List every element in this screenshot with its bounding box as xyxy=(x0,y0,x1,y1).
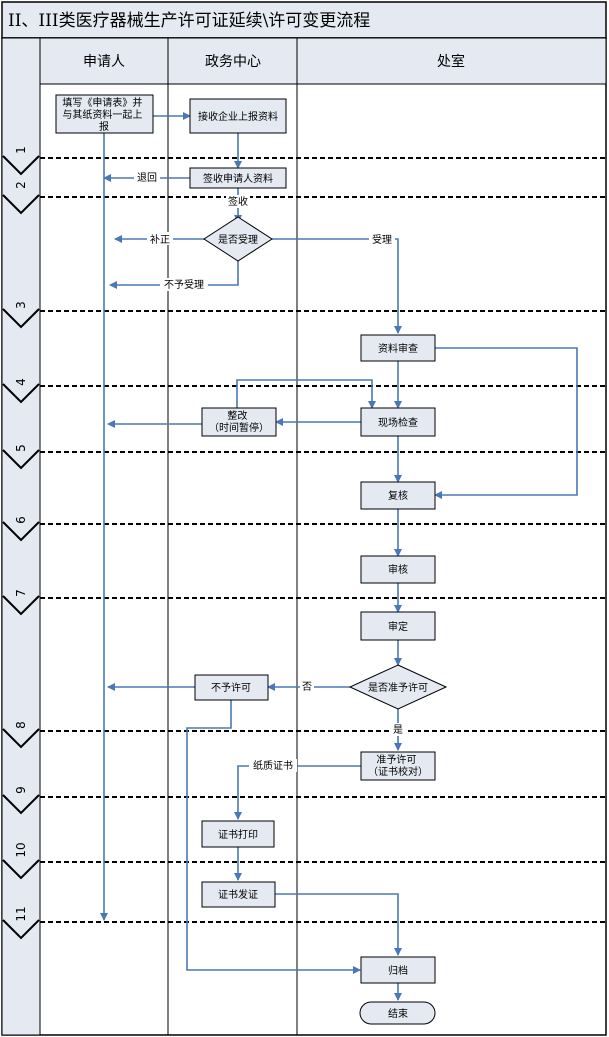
node-approve-text: 审定 xyxy=(388,620,408,633)
edge-label-supplement: 补正 xyxy=(150,233,170,246)
phase-label-7: 7 xyxy=(14,589,28,597)
node-permit-decision-text: 是否准予许可 xyxy=(368,682,428,694)
node-recheck: 复核 xyxy=(360,481,436,510)
node-grant-permit-line1: 准予许可 xyxy=(376,754,416,766)
phase-label-10: 10 xyxy=(14,842,28,857)
edge-label-yes: 是 xyxy=(393,724,403,736)
node-archive: 归档 xyxy=(360,956,436,984)
arrow-issue-to-archive xyxy=(275,893,402,956)
edge-label-paper-cert: 纸质证书 xyxy=(253,759,293,772)
phase-chevron-8 xyxy=(2,728,40,749)
nodes: 填写《申请表》并 与其纸资料一起上 报 接收企业上报资料 签收申请人资料 是否受… xyxy=(55,94,448,1025)
edge-labels: 退回 签收 补正 受理 不予受理 否 是 纸质证书 xyxy=(134,171,405,772)
phase-chevron-6 xyxy=(2,521,40,542)
phase-chevron-4 xyxy=(2,383,40,404)
node-rectify-line2: （时间暂停） xyxy=(209,421,269,434)
node-print-cert-text: 证书打印 xyxy=(218,828,258,841)
node-receive-materials-text: 接收企业上报资料 xyxy=(198,110,278,123)
node-print-cert: 证书打印 xyxy=(201,820,275,848)
node-end: 结束 xyxy=(359,1001,436,1025)
lane-header-row: 申请人 政务中心 处室 xyxy=(39,37,607,85)
phase-separators xyxy=(2,155,606,940)
title-bar: II、III类医疗器械生产许可证延续\许可变更流程 xyxy=(1,1,607,39)
lane-header-applicant: 申请人 xyxy=(83,54,125,70)
node-grant-permit: 准予许可 （证书校对） xyxy=(360,751,436,781)
phase-label-8: 8 xyxy=(14,721,28,729)
arrow-review-to-recheck xyxy=(434,347,578,499)
phase-chevron-11 xyxy=(2,919,40,940)
arrow-accept xyxy=(272,238,402,334)
flow-arrows xyxy=(100,112,578,1001)
arrow-reject xyxy=(109,261,239,289)
node-rectify: 整改 （时间暂停） xyxy=(201,407,277,437)
node-end-text: 结束 xyxy=(388,1007,408,1020)
node-review-materials: 资料审查 xyxy=(360,334,436,362)
node-fill-form-line3: 报 xyxy=(99,120,109,133)
phase-label-1: 1 xyxy=(14,146,28,154)
arrow-rectify-to-site xyxy=(236,379,376,409)
node-receive-materials: 接收企业上报资料 xyxy=(189,98,287,134)
node-fill-form: 填写《申请表》并 与其纸资料一起上 报 xyxy=(55,94,154,134)
phase-chevron-5 xyxy=(2,449,40,470)
arrow-paper-cert xyxy=(234,765,361,820)
node-rectify-line1: 整改 xyxy=(227,409,247,422)
node-approve: 审定 xyxy=(360,611,436,641)
node-sign-receive-text: 签收申请人资料 xyxy=(203,172,273,185)
node-review-materials-text: 资料审查 xyxy=(378,342,418,355)
node-accept-decision-text: 是否受理 xyxy=(218,234,258,246)
edge-label-reject: 不予受理 xyxy=(164,279,204,291)
node-issue-cert-text: 证书发证 xyxy=(218,888,258,901)
node-audit: 审核 xyxy=(360,555,436,584)
lane-header-service-center: 政务中心 xyxy=(205,54,261,70)
edge-label-no: 否 xyxy=(302,681,312,693)
phase-chevron-10 xyxy=(2,859,40,880)
node-rectify-text: 整改 （时间暂停） xyxy=(209,409,269,434)
diagram-title: II、III类医疗器械生产许可证延续\许可变更流程 xyxy=(8,11,370,31)
node-accept-decision: 是否受理 xyxy=(203,216,273,262)
arrow-deny-to-archive xyxy=(186,700,361,974)
edge-label-sign: 签收 xyxy=(228,195,248,208)
phase-label-3: 3 xyxy=(14,301,28,309)
phase-label-9: 9 xyxy=(14,786,28,794)
node-site-inspection-text: 现场检查 xyxy=(378,416,418,429)
node-grant-permit-line2: （证书校对） xyxy=(368,765,428,778)
phase-label-6: 6 xyxy=(14,516,28,524)
node-permit-decision: 是否准予许可 xyxy=(348,664,448,710)
phase-chevron-9 xyxy=(2,794,40,815)
node-grant-permit-text: 准予许可 （证书校对） xyxy=(368,754,428,778)
phase-chevron-1 xyxy=(2,155,40,176)
phase-chevron-2 xyxy=(2,194,40,215)
node-site-inspection: 现场检查 xyxy=(360,407,436,437)
node-deny-permit: 不予许可 xyxy=(194,674,269,701)
node-audit-text: 审核 xyxy=(388,563,408,576)
phase-chevron-3 xyxy=(2,308,40,329)
node-issue-cert: 证书发证 xyxy=(201,881,276,908)
phase-labels: 1 2 3 4 5 6 7 8 9 10 11 xyxy=(14,146,28,921)
node-fill-form-line2: 与其纸资料一起上 xyxy=(62,108,142,121)
edge-label-accept: 受理 xyxy=(372,234,392,246)
phase-label-5: 5 xyxy=(14,444,28,452)
node-fill-form-line1: 填写《申请表》并 xyxy=(62,96,142,109)
phase-chevron-7 xyxy=(2,595,40,616)
node-deny-permit-text: 不予许可 xyxy=(211,682,251,694)
node-archive-text: 归档 xyxy=(388,964,408,977)
lane-header-office: 处室 xyxy=(437,53,465,70)
phase-label-4: 4 xyxy=(14,378,28,386)
phase-label-11: 11 xyxy=(14,906,28,921)
node-fill-form-text: 填写《申请表》并 与其纸资料一起上 报 xyxy=(62,96,145,133)
edge-label-return: 退回 xyxy=(137,172,157,184)
node-recheck-text: 复核 xyxy=(388,489,408,502)
phase-label-2: 2 xyxy=(14,181,28,189)
node-sign-receive: 签收申请人资料 xyxy=(189,167,287,189)
